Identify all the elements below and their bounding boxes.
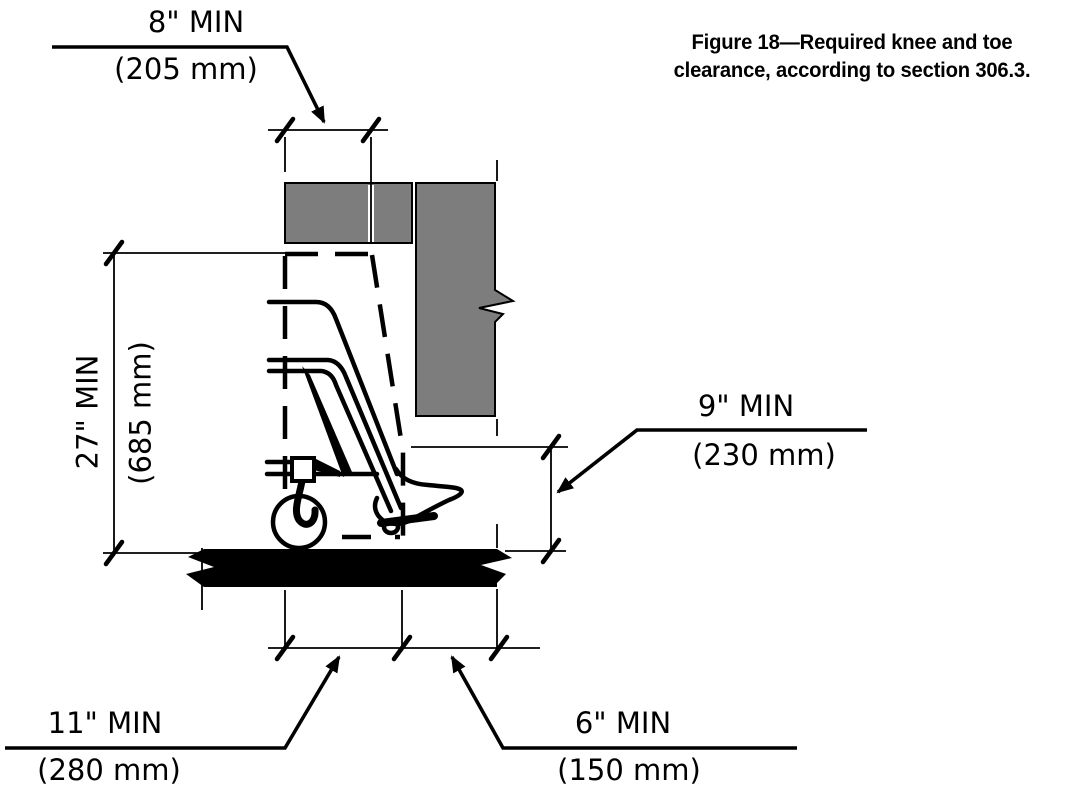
leader-11in bbox=[5, 655, 341, 750]
heel-loop bbox=[381, 518, 401, 536]
extension-lines bbox=[103, 129, 568, 649]
dim-label-9in: 9" MIN bbox=[697, 389, 795, 423]
dim-label-11in: 11" MIN bbox=[47, 706, 163, 740]
dim-label-6in-metric: (150 mm) bbox=[557, 753, 701, 787]
floor-surface bbox=[186, 549, 512, 587]
leg-line bbox=[266, 357, 404, 511]
wheelchair-leg-drawing bbox=[264, 299, 464, 551]
dim-label-9in-metric: (230 mm) bbox=[692, 438, 836, 472]
figure-caption-line1: Figure 18—Required knee and toe bbox=[691, 30, 1013, 54]
dim-label-27in: 27" MIN bbox=[70, 354, 105, 470]
leader-6in bbox=[450, 655, 797, 750]
dimension-ticks bbox=[103, 116, 562, 662]
tube-taper bbox=[314, 458, 340, 477]
counter-section bbox=[284, 182, 516, 417]
dim-label-8in-metric: (205 mm) bbox=[114, 52, 258, 86]
leg-line bbox=[266, 368, 394, 514]
hanger-tube bbox=[302, 366, 352, 477]
footrest-clamp bbox=[290, 456, 316, 483]
leader-8in bbox=[52, 45, 326, 124]
dim-label-11in-metric: (280 mm) bbox=[37, 753, 181, 787]
figure-caption: Figure 18—Required knee and toe clearanc… bbox=[674, 28, 1031, 84]
dim-label-8in: 8" MIN bbox=[147, 5, 245, 39]
figure-caption-line2: clearance, according to section 306.3. bbox=[673, 58, 1031, 82]
caster-fork bbox=[293, 477, 319, 528]
leader-9in bbox=[556, 428, 867, 494]
dim-label-27in-metric: (685 mm) bbox=[123, 341, 158, 485]
leg-line bbox=[266, 299, 400, 477]
dim-label-6in: 6" MIN bbox=[574, 706, 672, 740]
leader-lines bbox=[5, 45, 867, 750]
